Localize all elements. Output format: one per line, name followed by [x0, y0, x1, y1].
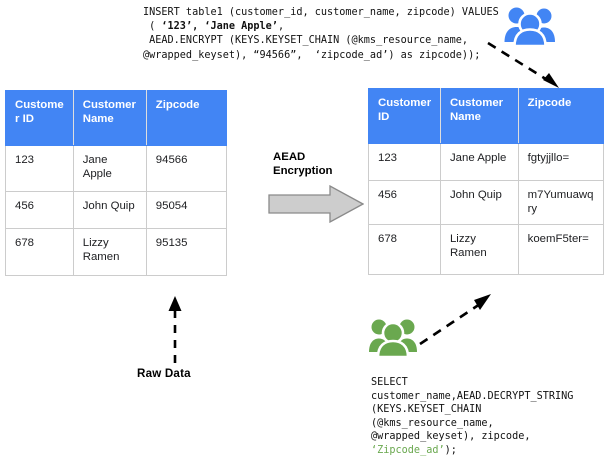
insert-line-2-suffix: ,: [277, 21, 285, 33]
select-line-6-suffix: );: [444, 444, 457, 456]
dashed-arrow-up-right-icon: [419, 294, 491, 346]
table-row: 456 John Quip m7Yumuawqry: [368, 180, 605, 225]
encrypted-data-table: Customer ID Customer Name Zipcode 123 Ja…: [368, 88, 605, 275]
select-line-4: (@kms_resource_name,: [371, 417, 494, 429]
insert-line-1: INSERT table1 (customer_id, customer_nam…: [143, 7, 499, 18]
insert-line-4: @wrapped_keyset), “94566”, ‘zipcode_ad’)…: [143, 49, 481, 61]
select-sql-statement: SELECT customer_name,AEAD.DECRYPT_STRING…: [371, 376, 573, 458]
aead-label-line-1: AEAD: [273, 151, 306, 163]
people-group-icon: [504, 7, 555, 46]
raw-data-label: Raw Data: [137, 367, 191, 380]
cell-customer-name: Jane Apple: [72, 145, 147, 192]
cell-customer-name: Lizzy Ramen: [439, 224, 519, 275]
select-line-6-ad-literal: ‘Zipcode_ad’: [371, 444, 445, 456]
insert-line-3: AEAD.ENCRYPT (KEYS.KEYSET_CHAIN (@kms_re…: [143, 35, 469, 47]
cell-customer-id: 123: [5, 145, 74, 192]
cell-zipcode-encrypted: koemF5ter=: [517, 224, 605, 275]
table-row: 123 Jane Apple fgtyjjllo=: [368, 143, 605, 181]
column-header-zipcode: Zipcode: [145, 90, 228, 146]
column-header-customer-id: Customer ID: [5, 90, 74, 146]
column-header-zipcode: Zipcode: [517, 88, 605, 144]
table-row: 678 Lizzy Ramen 95135: [5, 228, 228, 276]
cell-customer-name: John Quip: [72, 191, 147, 229]
insert-line-2-values: ‘123’, ‘Jane Apple’: [161, 21, 278, 33]
cell-zipcode: 95135: [145, 228, 228, 276]
aead-encryption-label: AEAD Encryption: [273, 150, 333, 178]
block-arrow-right-icon: [268, 185, 364, 223]
cell-zipcode: 95054: [145, 191, 228, 229]
table-header-row: Customer ID Customer Name Zipcode: [368, 88, 605, 144]
cell-customer-name: John Quip: [439, 180, 519, 225]
dashed-arrow-up-icon: [168, 296, 182, 363]
cell-customer-id: 456: [368, 180, 441, 225]
table-header-row: Customer ID Customer Name Zipcode: [5, 90, 228, 146]
cell-zipcode-encrypted: m7Yumuawqry: [517, 180, 605, 225]
people-group-icon: [369, 319, 417, 357]
cell-customer-name: Lizzy Ramen: [72, 228, 147, 276]
cell-customer-name: Jane Apple: [439, 143, 519, 181]
insert-line-2-prefix: (: [143, 21, 162, 33]
table-row: 123 Jane Apple 94566: [5, 145, 228, 192]
cell-customer-id: 678: [5, 228, 74, 276]
table-row: 678 Lizzy Ramen koemF5ter=: [368, 224, 605, 275]
cell-customer-id: 456: [5, 191, 74, 229]
select-line-3: (KEYS.KEYSET_CHAIN: [371, 404, 482, 416]
select-line-2: customer_name,AEAD.DECRYPT_STRING: [371, 390, 574, 402]
column-header-customer-id: Customer ID: [368, 88, 441, 144]
select-line-1: SELECT: [371, 377, 408, 388]
dashed-arrow-down-right-icon: [487, 41, 559, 88]
select-line-5: @wrapped_keyset), zipcode,: [371, 431, 531, 443]
table-row: 456 John Quip 95054: [5, 191, 228, 229]
cell-zipcode: 94566: [145, 145, 228, 192]
cell-customer-id: 123: [368, 143, 441, 181]
cell-customer-id: 678: [368, 224, 441, 275]
column-header-customer-name: Customer Name: [72, 90, 147, 146]
insert-sql-statement: INSERT table1 (customer_id, customer_nam…: [143, 6, 499, 63]
aead-label-line-2: Encryption: [273, 165, 333, 177]
column-header-customer-name: Customer Name: [439, 88, 519, 144]
cell-zipcode-encrypted: fgtyjjllo=: [517, 143, 605, 181]
raw-data-table: Customer ID Customer Name Zipcode 123 Ja…: [5, 90, 228, 276]
